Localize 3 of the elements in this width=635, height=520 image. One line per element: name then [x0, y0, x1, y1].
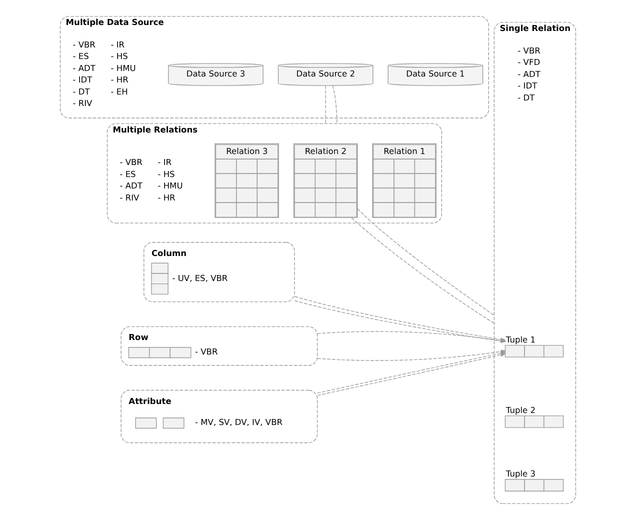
node-label: Tuple 2: [505, 404, 536, 415]
node-label: Tuple 3: [505, 468, 536, 478]
node-label: Tuple 1: [505, 334, 536, 344]
